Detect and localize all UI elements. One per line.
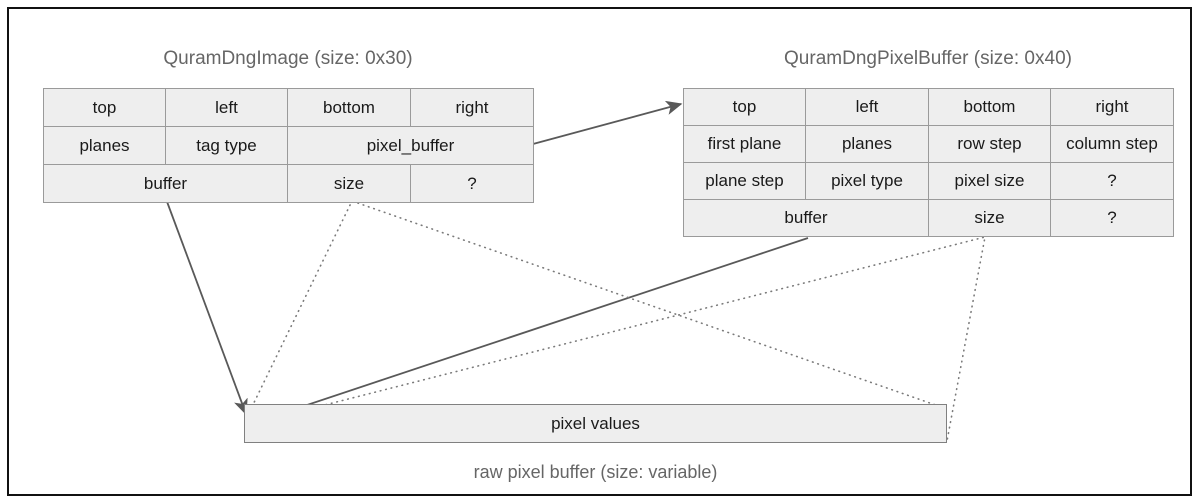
field-cell-column-step: column step (1050, 125, 1174, 163)
field-cell-bottom: bottom (928, 88, 1051, 126)
field-cell-bottom: bottom (287, 88, 411, 127)
field-cell-top: top (683, 88, 806, 126)
field-cell-left: left (805, 88, 929, 126)
field-cell-planes: planes (805, 125, 929, 163)
table-row: buffer size ? (43, 164, 534, 203)
field-cell-pixel-type: pixel type (805, 162, 929, 200)
table-row: plane step pixel type pixel size ? (683, 162, 1174, 200)
field-cell-right: right (1050, 88, 1174, 126)
pixel-values-box: pixel values (244, 404, 947, 443)
table-row: planes tag type pixel_buffer (43, 126, 534, 165)
field-cell-pixel-size: pixel size (928, 162, 1051, 200)
field-cell-unknown: ? (1050, 199, 1174, 237)
field-cell-row-step: row step (928, 125, 1051, 163)
field-cell-unknown: ? (1050, 162, 1174, 200)
table-row: top left bottom right (683, 88, 1174, 126)
field-cell-top: top (43, 88, 166, 127)
struct-table-quramdngimage: top left bottom right planes tag type pi… (43, 88, 534, 203)
field-cell-size: size (287, 164, 411, 203)
raw-pixel-buffer-caption: raw pixel buffer (size: variable) (473, 462, 718, 482)
field-cell-pixel-buffer: pixel_buffer (287, 126, 534, 165)
field-cell-buffer: buffer (43, 164, 288, 203)
field-cell-plane-step: plane step (683, 162, 806, 200)
field-cell-right: right (410, 88, 534, 127)
struct-title-quramdngpixelbuffer: QuramDngPixelBuffer (size: 0x40) (784, 48, 1072, 69)
pixel-values-label: pixel values (551, 413, 640, 433)
field-cell-unknown: ? (410, 164, 534, 203)
table-row: top left bottom right (43, 88, 534, 127)
table-row: buffer size ? (683, 199, 1174, 237)
field-cell-size: size (928, 199, 1051, 237)
field-cell-tag-type: tag type (165, 126, 288, 165)
table-row: first plane planes row step column step (683, 125, 1174, 163)
field-cell-first-plane: first plane (683, 125, 806, 163)
field-cell-buffer: buffer (683, 199, 929, 237)
field-cell-left: left (165, 88, 288, 127)
struct-title-quramdngimage: QuramDngImage (size: 0x30) (163, 48, 413, 69)
struct-table-quramdngpixelbuffer: top left bottom right first plane planes… (683, 88, 1174, 237)
field-cell-planes: planes (43, 126, 166, 165)
